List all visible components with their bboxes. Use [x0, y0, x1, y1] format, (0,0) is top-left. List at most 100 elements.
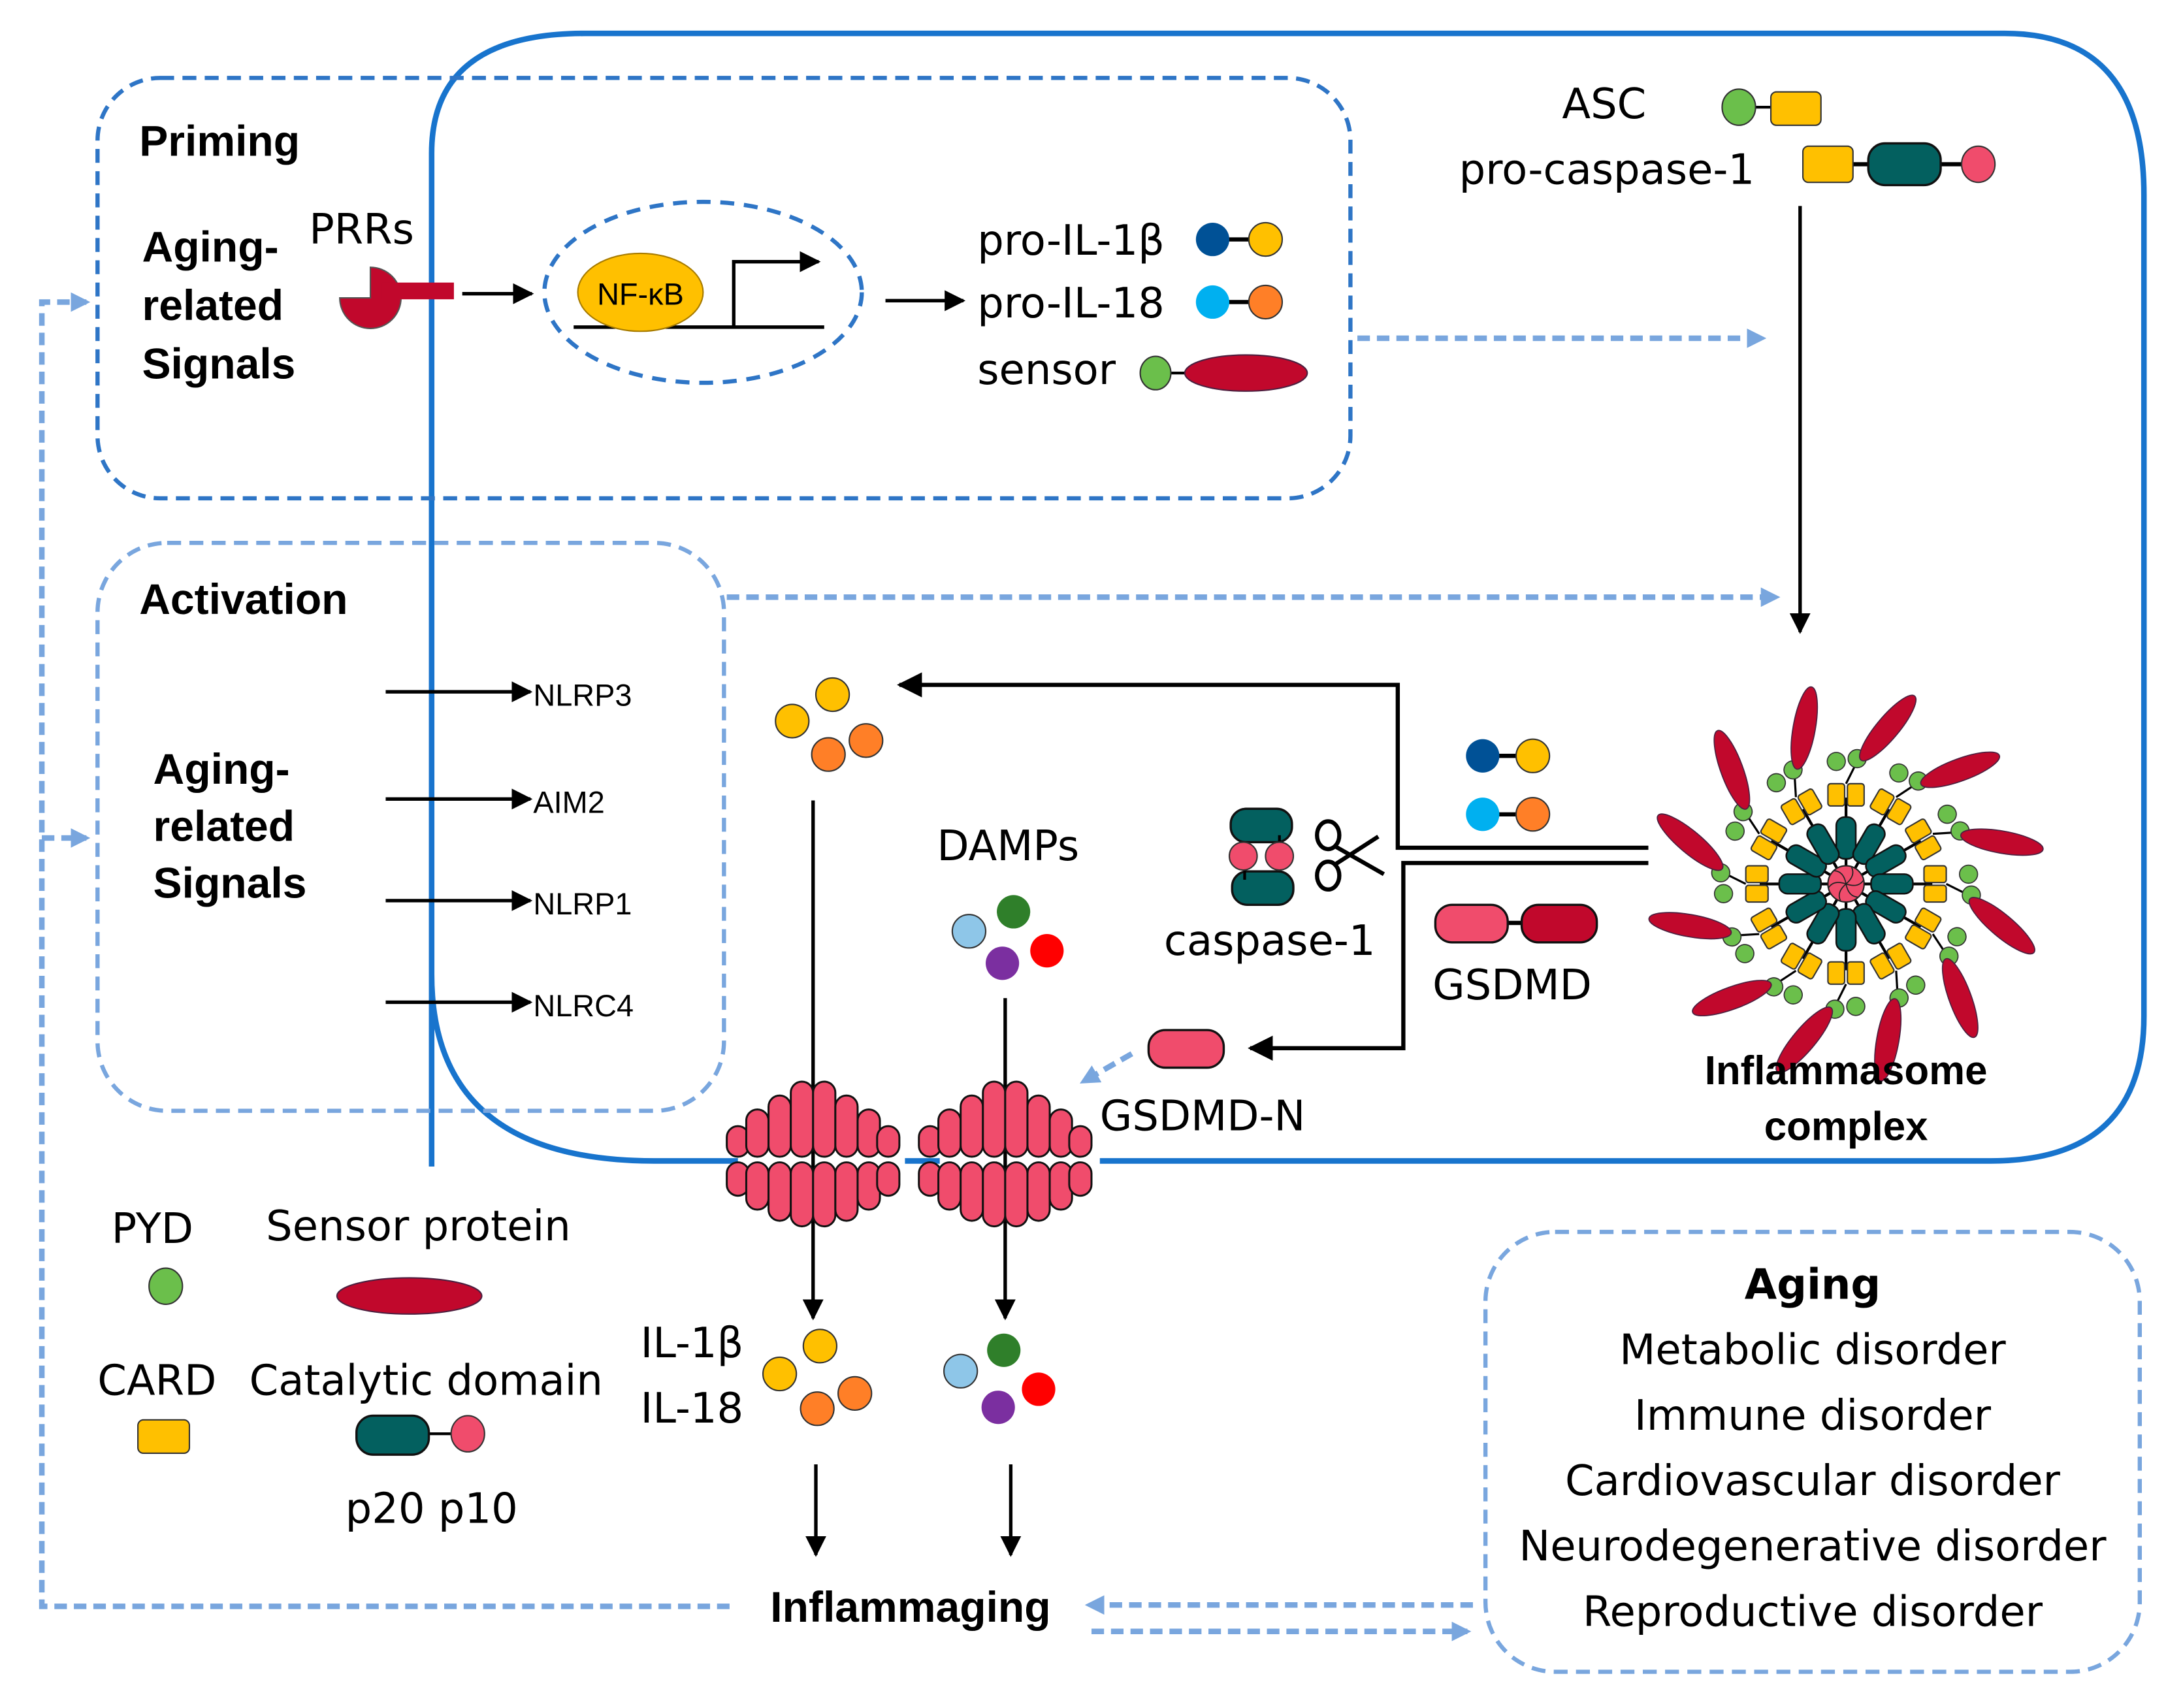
aging-title: Aging: [1745, 1261, 1881, 1309]
pore-subunit: [1004, 1161, 1029, 1228]
sensor-icon: [1139, 354, 1308, 392]
gsdmd-n-to-pore-arrow: [1080, 1051, 1133, 1084]
prr-receptor-icon: [339, 266, 454, 330]
activation-title: Activation: [139, 575, 348, 623]
sensor-label: sensor: [977, 346, 1116, 395]
pore-subunit: [745, 1161, 770, 1211]
pore-subunit: [876, 1161, 901, 1197]
prrs-label: PRRs: [309, 206, 414, 254]
gsdmd-n-label: GSDMD-N: [1100, 1093, 1306, 1141]
priming-signal-line3: Signals: [142, 340, 296, 388]
inflammasome-arm: [1857, 804, 2044, 878]
inflammasome-arm: [1766, 686, 1841, 873]
pore-subunit: [812, 1080, 837, 1158]
sensor-nlrp1: NLRP1: [533, 887, 632, 921]
pore-subunit: [937, 1108, 962, 1158]
inflammasome-arm: [1657, 813, 1832, 903]
pro-il1b-substrate-icon: [1466, 738, 1551, 773]
pore-subunit: [856, 1108, 881, 1158]
legend-p20-p10-label: p20 p10: [346, 1485, 518, 1534]
aging-item-neurodegenerative: Neurodegenerative disorder: [1519, 1523, 2107, 1571]
aging-item-metabolic: Metabolic disorder: [1619, 1327, 2006, 1375]
cytokine-maturation-arrow: [897, 672, 1649, 850]
pore-subunit: [982, 1080, 1007, 1158]
activation-signal-line1: Aging-: [154, 745, 290, 793]
inflammasome-arm: [1648, 890, 1835, 963]
priming-title: Priming: [139, 117, 300, 165]
pore-subunit: [834, 1161, 859, 1222]
pro-il18-icon: [1195, 284, 1284, 320]
legend-card-label: CARD: [97, 1357, 216, 1405]
priming-signal-line1: Aging-: [142, 223, 279, 271]
asc-icon: [1721, 88, 1822, 126]
sensor-aim2: AIM2: [533, 786, 604, 820]
aging-item-immune: Immune disorder: [1634, 1392, 1992, 1440]
mature-cytokines-inside-icon: [775, 677, 884, 772]
pore-subunit: [790, 1080, 815, 1158]
pro-il1b-icon: [1195, 221, 1284, 257]
gsdmd-pore-right-icon: [918, 1080, 1093, 1228]
inflammasome-arm: [1692, 895, 1841, 1017]
gsdmd-label: GSDMD: [1432, 961, 1592, 1010]
sensor-arrows: [385, 681, 533, 1013]
scissors-icon: [1315, 819, 1385, 892]
pore-subunit: [876, 1125, 901, 1158]
aging-item-cardiovascular: Cardiovascular disorder: [1565, 1457, 2061, 1506]
inflammasome-label-line1: Inflammasome: [1705, 1048, 1988, 1093]
pro-caspase-1-label: pro-caspase-1: [1459, 146, 1755, 194]
pore-subunit: [1048, 1108, 1073, 1158]
caspase-1-label: caspase-1: [1164, 917, 1376, 965]
pore-subunit: [768, 1094, 792, 1158]
priming-signal-line2: related: [142, 281, 284, 329]
inflammasome-arm: [1857, 890, 1979, 1039]
pore-subunit: [834, 1094, 859, 1158]
legend-card-icon: [137, 1419, 191, 1455]
legend-pyd-icon: [148, 1267, 184, 1306]
damps-released-icon: [943, 1333, 1056, 1425]
pore-subunit: [960, 1161, 984, 1222]
inflammasome-arm: [1826, 694, 1917, 871]
inflammasome-arm: [1851, 751, 2001, 873]
nfkb-label: NF-κB: [597, 278, 684, 312]
pore-subunit: [1068, 1161, 1093, 1197]
gsdmd-icon: [1434, 903, 1598, 944]
pore-subunit: [982, 1161, 1007, 1228]
priming-box: [95, 76, 1353, 501]
pro-il1b-label: pro-IL-1β: [977, 217, 1165, 265]
legend-sensor-icon: [336, 1277, 483, 1315]
inflammasome-arm: [1851, 895, 1926, 1082]
legend-catalytic-label: Catalytic domain: [250, 1357, 603, 1405]
pore-subunit: [768, 1161, 792, 1222]
pore-subunit: [790, 1161, 815, 1228]
damps-inside-icon: [951, 895, 1064, 980]
pro-il18-substrate-icon: [1466, 797, 1551, 832]
inflammaging-label: Inflammaging: [770, 1583, 1050, 1631]
pore-subunit: [937, 1161, 962, 1211]
pore-subunit: [745, 1108, 770, 1158]
damps-label: DAMPs: [937, 822, 1079, 871]
activation-signal-line2: related: [154, 801, 295, 850]
inflammaging-feedback-to-priming: [39, 292, 730, 1609]
pro-caspase-1-icon: [1802, 142, 1996, 187]
nfkb-icon: [577, 252, 704, 332]
gsdmd-pore-left-icon: [726, 1080, 901, 1228]
inflammasome-arm: [1713, 730, 1835, 878]
aging-box: [1483, 1229, 2143, 1674]
il1b-label: IL-1β: [640, 1319, 743, 1368]
activation-signal-line3: Signals: [154, 859, 307, 907]
pore-subunit: [960, 1094, 984, 1158]
activation-box: [95, 540, 726, 1113]
inflammasome-arm: [1775, 897, 1866, 1074]
legend-pyd-label: PYD: [112, 1205, 193, 1253]
legend-sensor-label: Sensor protein: [266, 1202, 571, 1251]
sensor-nlrc4: NLRC4: [533, 989, 634, 1023]
inflammasome-complex-icon: [1648, 686, 2044, 1082]
mature-cytokines-released-icon: [762, 1329, 873, 1426]
caspase-1-icon: [1228, 807, 1295, 906]
il18-label: IL-18: [640, 1385, 743, 1433]
asc-label: ASC: [1562, 80, 1646, 129]
aging-item-reproductive: Reproductive disorder: [1583, 1588, 2043, 1636]
cell-membrane: [429, 30, 2147, 1167]
nucleus-outline: [542, 199, 864, 385]
